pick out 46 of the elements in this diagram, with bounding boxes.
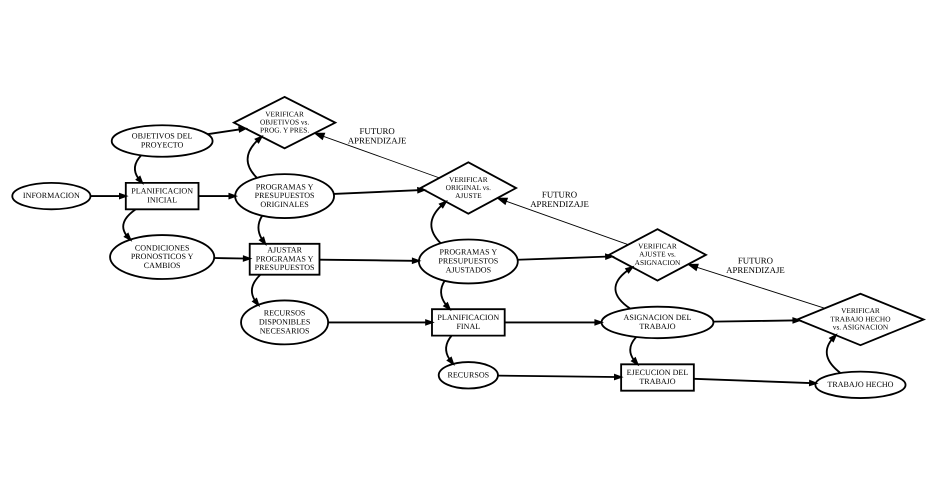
node-diamond: VERIFICAR AJUSTE vs. ASIGNACION <box>607 228 708 282</box>
arrow <box>440 280 452 311</box>
arrow <box>334 186 427 194</box>
node-diamond: VERIFICAR TRABAJO HECHO vs. ASIGNACION <box>794 292 926 346</box>
arrow <box>134 154 144 184</box>
arrow <box>498 373 624 380</box>
arrow <box>122 208 136 242</box>
node-diamond: VERIFICAR OBJETIVOS vs. PROG. Y PRES. <box>232 95 338 149</box>
arrow <box>629 336 640 366</box>
node-box: EJECUCION DEL TRABAJO <box>620 362 695 392</box>
arrow <box>430 199 448 244</box>
node-box: AJUSTAR PROGRAMAS Y PRESUPUESTOS <box>248 242 320 276</box>
node-ellipse: PROGRAMAS Y PRESUPUESTOS ORIGINALES <box>234 172 335 218</box>
arrow <box>686 263 825 308</box>
arrow <box>214 254 252 262</box>
node-ellipse: RECURSOS <box>438 360 499 389</box>
arrow <box>826 332 841 374</box>
arrow <box>714 316 802 324</box>
node-ellipse: ASIGNACION DEL TRABAJO <box>600 305 714 339</box>
node-ellipse: PROGRAMAS Y PRESUPUESTOS AJUSTADOS <box>418 238 519 284</box>
node-ellipse: RECURSOS DISPONIBLES NECESARIOS <box>240 299 330 345</box>
node-diamond: VERIFICAR ORIGINAL vs. AJUSTE <box>418 160 518 214</box>
arrow <box>694 377 819 386</box>
arrow <box>90 192 129 199</box>
arrow <box>258 214 267 246</box>
edge-label: FUTURO APRENDIZAJE <box>530 188 589 208</box>
edge-label: FUTURO APRENDIZAJE <box>726 254 785 274</box>
node-ellipse: OBJETIVOS DEL PROYECTO <box>110 124 214 158</box>
arrow <box>445 334 455 366</box>
arrow <box>518 252 615 260</box>
arrow <box>328 318 435 326</box>
arrow <box>198 192 238 199</box>
arrow <box>251 274 261 307</box>
arrow <box>504 318 604 326</box>
edge-label: FUTURO APRENDIZAJE <box>348 126 406 146</box>
arrow <box>313 132 440 178</box>
node-ellipse: CONDICIONES PRONOSTICOS Y CAMBIOS <box>109 234 216 280</box>
arrow <box>320 256 422 264</box>
node-ellipse: INFORMACION <box>11 181 92 210</box>
arrow <box>614 265 635 309</box>
arrow <box>496 197 628 245</box>
node-box: PLANIFICACION INICIAL <box>124 181 200 210</box>
arrow <box>246 134 264 178</box>
node-ellipse: TRABAJO HECHO <box>814 370 906 398</box>
arrow <box>207 126 248 135</box>
node-box: PLANIFICACION FINAL <box>431 308 506 336</box>
